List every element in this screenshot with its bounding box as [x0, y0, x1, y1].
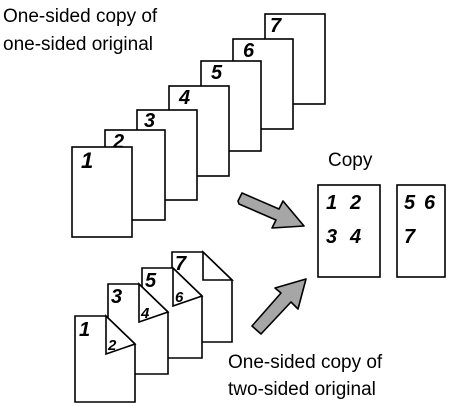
arrow-up-right-icon: [251, 278, 307, 335]
svg-text:6: 6: [175, 289, 184, 306]
top-caption-line1: One-sided copy of: [3, 6, 158, 27]
top-caption-line2: one-sided original: [3, 34, 153, 55]
svg-text:3: 3: [111, 286, 122, 308]
svg-text:7: 7: [175, 253, 187, 275]
svg-text:4: 4: [140, 305, 150, 322]
svg-text:2: 2: [349, 192, 361, 214]
copy-page-1: 1 2 3 4: [317, 184, 381, 278]
bottom-caption-line2: two-sided original: [228, 379, 376, 400]
svg-text:1: 1: [79, 319, 90, 341]
svg-text:6: 6: [424, 192, 436, 214]
bottom-original-stack: 7 5 6 3 4 1 2: [74, 250, 234, 403]
svg-text:3: 3: [144, 110, 155, 132]
svg-text:6: 6: [243, 40, 255, 62]
top-original-stack: 7 6 5 4 3 2 1: [71, 13, 326, 238]
copy-label: Copy: [328, 150, 373, 171]
svg-text:3: 3: [326, 226, 337, 248]
svg-text:7: 7: [404, 226, 416, 248]
svg-text:4: 4: [178, 87, 190, 109]
svg-text:5: 5: [145, 270, 157, 292]
arrow-right-icon: [237, 192, 305, 229]
top-page-1: 1: [71, 146, 133, 238]
svg-text:4: 4: [349, 226, 361, 248]
svg-text:2: 2: [107, 337, 117, 354]
svg-text:5: 5: [404, 192, 416, 214]
svg-text:5: 5: [211, 62, 223, 84]
svg-text:7: 7: [270, 15, 282, 37]
bottom-sheet-1-2: 1 2: [74, 314, 137, 403]
bottom-caption-line1: One-sided copy of: [228, 352, 383, 373]
svg-text:1: 1: [326, 192, 337, 214]
svg-text:1: 1: [81, 148, 93, 173]
copy-page-2: 5 6 7: [396, 184, 446, 278]
